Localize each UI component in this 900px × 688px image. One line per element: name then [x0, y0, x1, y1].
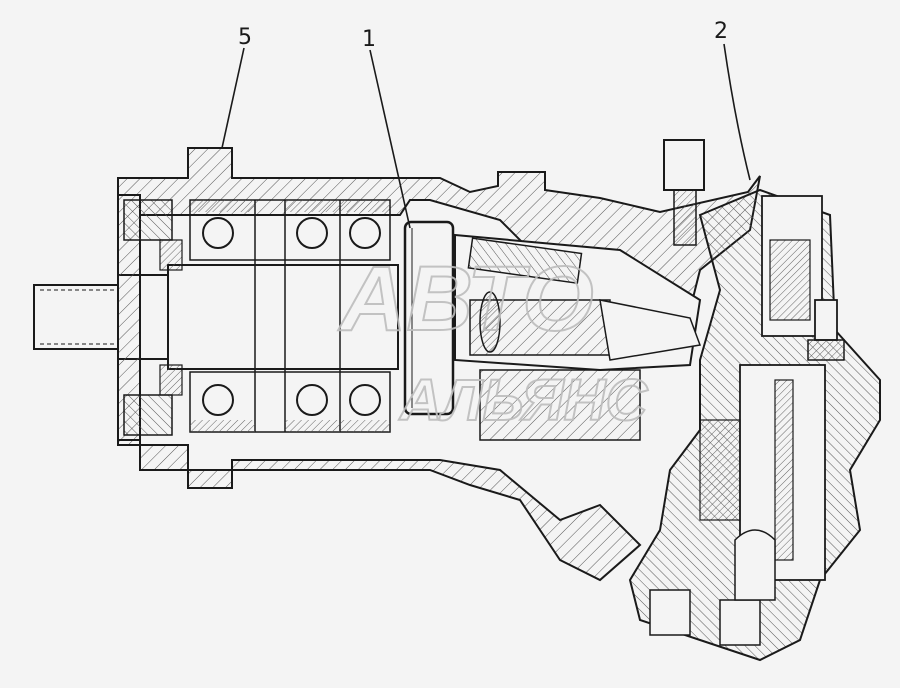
- bearing-ball: [296, 217, 328, 249]
- bleed-plug: [663, 139, 705, 246]
- shaft-seal: [123, 199, 183, 436]
- leader-line-1: [369, 49, 411, 229]
- pressure-port-plug: [807, 299, 845, 361]
- bearing-ball: [349, 384, 381, 416]
- callout-label-2: 2: [714, 19, 728, 44]
- watermark-line2: АЛЬЯНС: [398, 368, 648, 433]
- leader-line-5: [221, 47, 245, 149]
- bearing-ball: [296, 384, 328, 416]
- callout-label-1: 1: [362, 27, 376, 52]
- cylinder-block: [454, 233, 702, 441]
- drive-flange: [403, 220, 455, 416]
- bearing-pack: [189, 199, 391, 433]
- bearing-ball: [202, 384, 234, 416]
- callout-label-5: 5: [238, 25, 252, 50]
- bearing-ball: [202, 217, 234, 249]
- output-shaft: [33, 264, 399, 370]
- leader-lines: [221, 43, 751, 229]
- watermark: АВТО АЛЬЯНС: [337, 247, 649, 434]
- leader-line-2: [723, 43, 751, 181]
- bearing-ball: [349, 217, 381, 249]
- watermark-line1: АВТО: [338, 248, 594, 350]
